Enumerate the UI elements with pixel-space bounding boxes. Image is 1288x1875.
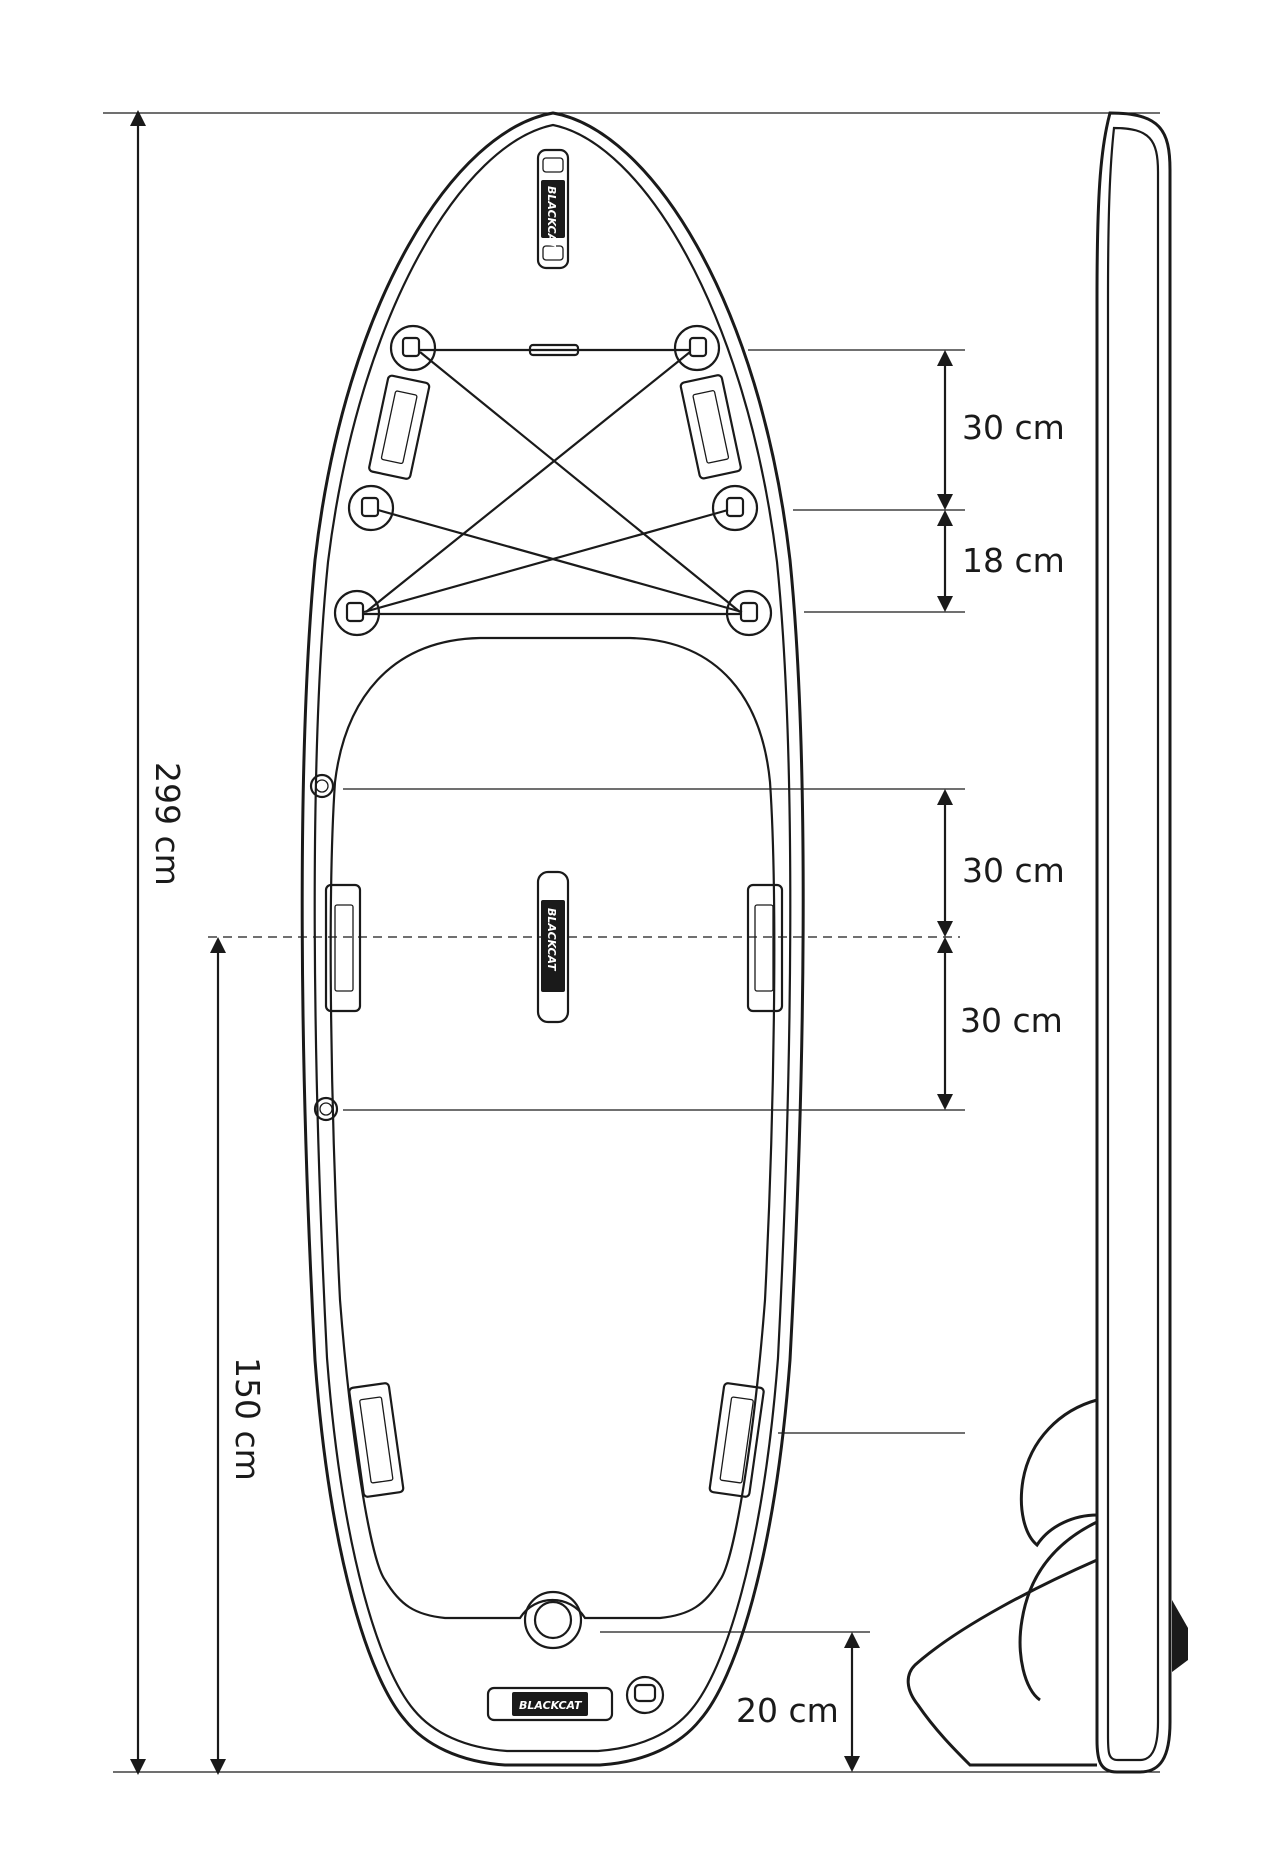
side-fin-lower	[1018, 1520, 1098, 1702]
handle-to-ring-bottom-dimension: 30 cm	[937, 937, 1063, 1110]
side-fin-upper	[1019, 1398, 1098, 1548]
tail-offset-label: 20 cm	[736, 1691, 839, 1730]
handle-to-ring-top-label: 30 cm	[962, 851, 1065, 890]
upper-side-ring	[309, 773, 335, 799]
center-offset-label: 150 cm	[228, 1357, 267, 1481]
tail-handle: BLACKCAT	[486, 1686, 614, 1722]
handle-to-ring-top-dimension: 30 cm	[937, 789, 1065, 937]
board-side-view	[906, 111, 1188, 1774]
dimension-leaders	[343, 349, 965, 1633]
bungee-spacing-2-dimension: 18 cm	[937, 510, 1065, 612]
tail-logo: BLACKCAT	[519, 1699, 583, 1712]
nose-logo: BLACKCAT	[545, 186, 558, 250]
board-outer-outline	[300, 111, 805, 1767]
bungee-spacing-2-label: 18 cm	[962, 541, 1065, 580]
total-length-label: 299 cm	[148, 762, 187, 886]
center-handle: BLACKCAT	[536, 870, 570, 1024]
leash-plug	[625, 1675, 665, 1715]
center-logo: BLACKCAT	[545, 908, 558, 972]
lower-side-ring	[313, 1096, 339, 1122]
bungee-spacing-1-dimension: 30 cm	[937, 350, 1065, 510]
handle-to-ring-bottom-label: 30 cm	[960, 1001, 1063, 1040]
center-offset-dimension: 150 cm	[210, 937, 267, 1775]
bungee-spacing-1-label: 30 cm	[962, 408, 1065, 447]
bungee-d-rings	[333, 324, 773, 637]
board-inner-outline	[313, 123, 792, 1753]
mid-side-handles	[324, 883, 784, 1013]
center-fin	[906, 1558, 1098, 1767]
lower-side-handles	[348, 1382, 765, 1498]
upper-side-handles	[368, 374, 742, 480]
inflation-valve	[523, 1590, 583, 1650]
bungee-cords	[363, 343, 743, 616]
board-top-view: BLACKCAT BLACKCAT BLACKCAT	[300, 111, 805, 1767]
deck-pad	[329, 636, 776, 1620]
tail-offset-dimension: 20 cm	[736, 1632, 860, 1772]
nose-handle: BLACKCAT	[536, 148, 570, 270]
total-length-dimension: 299 cm	[130, 110, 187, 1775]
